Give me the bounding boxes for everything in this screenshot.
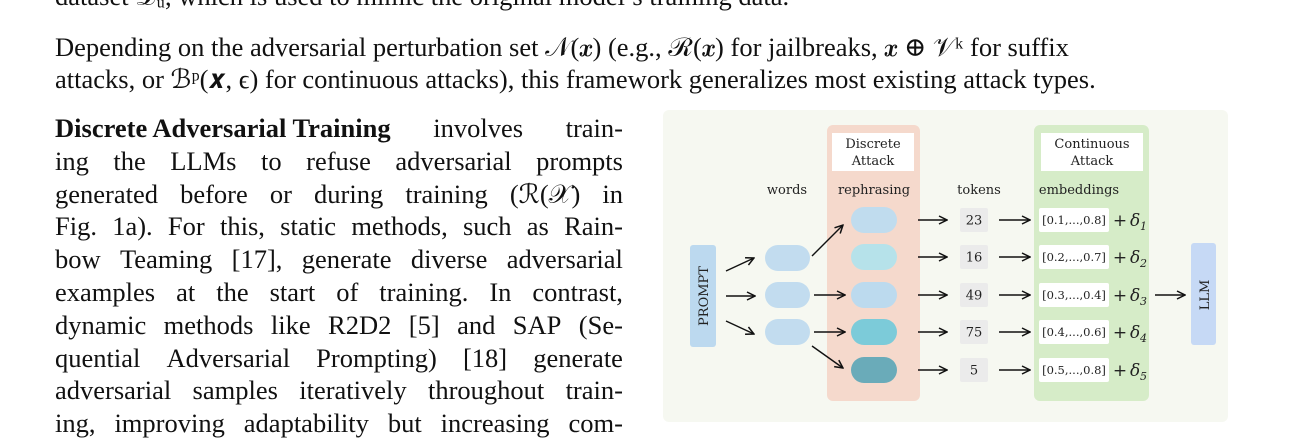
token-value: 49 [966,289,983,304]
arrow-prompt-to-word [725,258,754,272]
word-pill [765,319,810,345]
column-label-words: words [767,183,807,198]
token-box [960,208,988,232]
word-pill [765,245,810,271]
embedding-value: [0.4,...,0.6] [1042,325,1106,339]
delta-symbol: δ [1130,211,1140,231]
delta-symbol: δ [1130,323,1140,343]
delta-symbol: δ [1130,361,1140,381]
token-value: 75 [966,326,983,341]
section-heading: Discrete Adversarial Training [55,113,391,143]
continuous-title-line2: Attack [1070,154,1114,169]
plus-sign: + [1113,361,1127,381]
token-box [960,245,988,269]
arrow-word-to-rephrase [811,345,843,368]
plus-sign: + [1113,211,1127,231]
delta-subscript: 4 [1139,332,1147,345]
delta-subscript: 3 [1140,295,1147,308]
rephrase-pill [851,282,897,308]
rephrase-pill [851,319,897,345]
rephrase-pill [851,207,897,233]
discrete-title-box [832,133,914,171]
discrete-title-line2: Attack [851,154,895,169]
paragraph-line-2: attacks, or ℬᵖ(𝒙, ϵ) for continuous atta… [55,64,1096,94]
column-label-rephrasing: rephrasing [838,183,910,198]
column-label-tokens: tokens [957,183,1001,198]
embedding-box [1039,320,1109,344]
continuous-title-box [1041,133,1143,171]
discrete-title-line1: Discrete [845,137,901,152]
embedding-box [1039,283,1109,307]
token-box [960,358,988,382]
embedding-value: [0.1,...,0.8] [1042,213,1106,227]
prompt-label: PROMPT [697,266,712,326]
llm-box [1191,243,1216,345]
column-label-embeddings: embeddings [1039,183,1119,198]
embedding-box [1039,358,1109,382]
arrow-word-to-rephrase [811,225,843,257]
word-pill [765,282,810,308]
delta-symbol: δ [1130,286,1140,306]
attack-pipeline-figure: Discrete Attack Continuous Attack words … [663,110,1228,422]
embedding-value: [0.2,...,0.7] [1042,250,1106,264]
partial-top-line: dataset 𝒟ᵤ, which is used to mimic the o… [55,0,789,13]
delta-subscript: 5 [1140,370,1147,383]
token-box [960,320,988,344]
rephrase-pill [851,244,897,270]
figure-canvas: Discrete Attack Continuous Attack words … [690,125,1216,401]
embedding-box [1039,245,1109,269]
embedding-value: [0.3,...,0.4] [1042,288,1106,302]
llm-label: LLM [1198,280,1213,311]
plus-sign: + [1113,323,1127,343]
delta-symbol: δ [1130,248,1140,268]
plus-sign: + [1113,286,1127,306]
paragraph-line-1: Depending on the adversarial perturbatio… [55,32,1069,62]
token-value: 23 [966,214,983,229]
token-value: 5 [970,364,978,379]
plus-sign: + [1113,248,1127,268]
embedding-value: [0.5,...,0.8] [1042,363,1106,377]
embedding-box [1039,208,1109,232]
continuous-title-line1: Continuous [1054,137,1129,152]
token-box [960,283,988,307]
arrow-prompt-to-word [725,320,754,334]
delta-subscript: 2 [1139,257,1147,270]
delta-subscript: 1 [1140,220,1147,233]
prompt-box [690,245,716,347]
token-value: 16 [966,251,983,266]
rephrase-pill [851,357,897,383]
